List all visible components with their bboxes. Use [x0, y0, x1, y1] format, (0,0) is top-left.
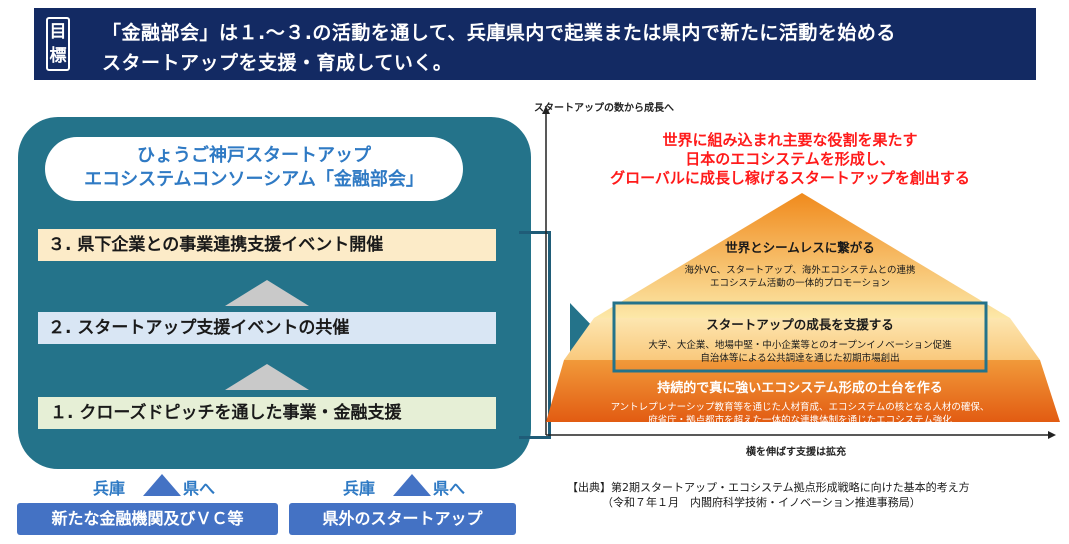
activity-3: ３. 県下企業との事業連携支援イベント開催 [38, 229, 496, 261]
flow-from-label: 兵庫 [93, 479, 126, 498]
objective-text-line2: スタートアップを支援・育成していく。 [102, 52, 453, 74]
pyramid-goal: 世界に組み込まれ主要な役割を果たす 日本のエコシステムを形成し、 グローバルに成… [600, 131, 980, 188]
highlight-frame [612, 301, 988, 373]
y-axis-label: スタートアップの数から成長へ [534, 103, 674, 114]
objective-text-line1: 「金融部会」は１.～３.の活動を通して、兵庫県内で起業または県内で新たに活動を始… [102, 22, 896, 44]
x-axis-arrow-icon [1048, 431, 1056, 439]
goal-line-3: グローバルに成長し稼げるスタートアップを創出する [610, 169, 970, 187]
objective-tag: 目標 [46, 17, 70, 71]
tier-middle-title: スタートアップの成長を支援する [706, 317, 894, 332]
activity-2: ２. スタートアップ支援イベントの共催 [38, 312, 496, 344]
tier-top-detail: 海外VC、スタートアップ、海外エコシステムとの連携 [684, 265, 916, 276]
up-arrow-icon [393, 474, 431, 496]
activity-1: １. クローズドピッチを通した事業・金融支援 [38, 397, 496, 429]
up-arrow-icon [225, 364, 309, 390]
source-line-2: （令和７年１月 内閣府科学技術・イノベーション推進事務局） [602, 496, 921, 509]
tier-middle-detail: 大学、大企業、地場中堅・中小企業等とのオープンイノベーション促進 [648, 340, 952, 351]
tier-base-detail: 府省庁・拠点都市を超えた一体的な連携体制を通じたエコシステム強化 [648, 415, 952, 426]
flow-from-label: 兵庫 [343, 479, 376, 498]
tier-base-title: 持続的で真に強いエコシステム形成の土台を作る [657, 381, 943, 396]
goal-line-2: 日本のエコシステムを形成し、 [685, 150, 895, 168]
financial-institutions-label: 新たな金融機関及びＶＣ等 [17, 503, 278, 535]
consortium-name-line1: ひょうご神戸スタートアップ [137, 145, 371, 166]
tier-base-detail: アントレプレナーシップ教育等を通じた人材育成、エコシステムの核となる人材の確保、 [610, 402, 990, 413]
tier-middle-detail: 自治体等による公共調達を通じた初期市場創出 [700, 353, 900, 364]
activities-bracket [519, 231, 551, 439]
tier-top-title: 世界とシームレスに繋がる [725, 240, 875, 255]
goal-line-1: 世界に組み込まれ主要な役割を果たす [662, 131, 918, 149]
outside-startups-label: 県外のスタートアップ [289, 503, 516, 535]
consortium-name-box: ひょうご神戸スタートアップ エコシステムコンソーシアム「金融部会」 [45, 137, 463, 201]
consortium-name-line2: エコシステムコンソーシアム「金融部会」 [84, 169, 424, 190]
strategy-pyramid [542, 106, 1060, 439]
up-arrow-icon [225, 280, 309, 306]
up-arrow-icon [143, 474, 181, 496]
pyramid-middle-tier [564, 318, 1040, 360]
flow-to-label: 県へ [433, 479, 466, 498]
tier-top-detail: エコシステム活動の一体的プロモーション [709, 278, 891, 289]
source-line-1: 【出典】第2期スタートアップ・エコシステム拠点形成戦略に向けた基本的考え方 [567, 481, 970, 494]
x-axis-label: 横を伸ばす支援は拡充 [746, 447, 846, 458]
pyramid-top-tier [594, 193, 1010, 318]
y-axis-arrow-icon [542, 106, 550, 114]
flow-to-label: 県へ [183, 479, 216, 498]
objective-banner: 目標 「金融部会」は１.～３.の活動を通して、兵庫県内で起業または県内で新たに活… [34, 8, 1036, 80]
pyramid-base-tier [546, 360, 1060, 422]
